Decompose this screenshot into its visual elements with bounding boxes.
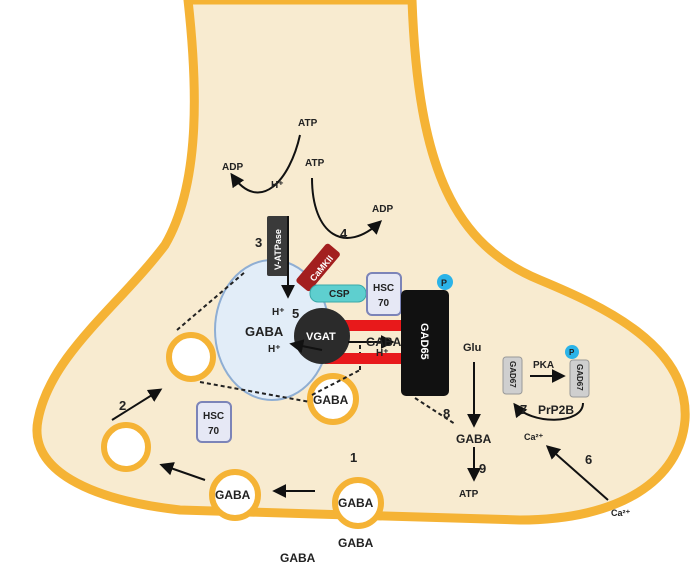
h-plus-pump-label: H⁺: [271, 180, 284, 191]
atp-top-label: ATP: [298, 118, 318, 129]
gad65-label: GAD65: [418, 323, 430, 360]
h-plus-vgat-label: H⁺: [268, 344, 281, 355]
gad67-left: [502, 356, 523, 395]
phospho-gad65: [437, 274, 453, 290]
glu-label: Glu: [463, 342, 481, 354]
vgat-transporter: [294, 308, 350, 364]
step-2: 2: [119, 398, 126, 413]
transporter-bar-upper: [325, 320, 410, 331]
step-5: 5: [292, 306, 299, 321]
atp-bottom-label: ATP: [459, 489, 479, 500]
gad67-right-label: GAD67: [575, 364, 584, 391]
v-atpase-label: V-ATPase: [273, 229, 283, 270]
step-1: 1: [350, 450, 357, 465]
gaba-vgat-label: GABA: [366, 335, 402, 349]
vgat-label: VGAT: [306, 331, 336, 343]
step-6: 6: [585, 452, 592, 467]
terminal-membrane: [32, 0, 690, 525]
gaba-vesicle-recycled: [307, 373, 359, 425]
hsc70-lower: [196, 401, 232, 443]
hsc70-upper-line2: 70: [378, 298, 390, 309]
atp-mid-label: ATP: [305, 158, 325, 169]
hsc70-lower-line2: 70: [208, 426, 220, 437]
step-3: 3: [255, 235, 262, 250]
csp-label: CSP: [329, 289, 350, 300]
gad67-left-label: GAD67: [508, 361, 517, 388]
fusing-vesicle-right: [332, 477, 384, 529]
step-8: 8: [443, 406, 450, 421]
hsc70-upper: [366, 272, 402, 316]
step-9: 9: [479, 461, 486, 476]
reaction-arrows: [111, 134, 609, 501]
camkii: [296, 243, 340, 292]
gaba-vesicle-label: GABA: [245, 324, 284, 339]
transporter-bar-lower: [325, 353, 410, 364]
adp-right-label: ADP: [372, 204, 393, 215]
v-atpase-pump: [267, 216, 289, 276]
h-plus-vgat-out-label: H⁺: [376, 348, 389, 359]
fusing-vesicle-left: [209, 469, 261, 521]
gad67-right: [569, 359, 590, 398]
empty-vesicle-left: [101, 422, 151, 472]
step-4: 4: [340, 226, 348, 241]
adp-left-label: ADP: [222, 162, 243, 173]
gad65-enzyme: [401, 290, 449, 396]
phospho-gad67-label: P: [569, 348, 575, 357]
phospho-gad67: [565, 345, 579, 359]
prp2b-label: PrP2B: [538, 403, 574, 417]
gaba-release-1-label: GABA: [280, 551, 316, 565]
dashed-connectors: [176, 271, 456, 425]
gaba-fusing-2-label: GABA: [338, 496, 374, 510]
gaba-cytosol-label: GABA: [456, 432, 492, 446]
gaba-release-2-label: GABA: [338, 536, 374, 550]
gaba-recycle-label: GABA: [313, 393, 349, 407]
h-plus-vesicle-label: H⁺: [272, 307, 285, 318]
gaba-fusing-1-label: GABA: [215, 488, 251, 502]
hsc70-upper-line1: HSC: [373, 283, 394, 294]
step-7: 7: [520, 402, 527, 417]
hsc70-lower-line1: HSC: [203, 411, 224, 422]
ca-inner-label: Ca²⁺: [524, 432, 544, 442]
ca-outer-label: Ca²⁺: [611, 508, 631, 518]
phospho-gad65-label: P: [441, 278, 447, 288]
pka-label: PKA: [533, 360, 554, 371]
empty-vesicle-upper: [166, 332, 216, 382]
